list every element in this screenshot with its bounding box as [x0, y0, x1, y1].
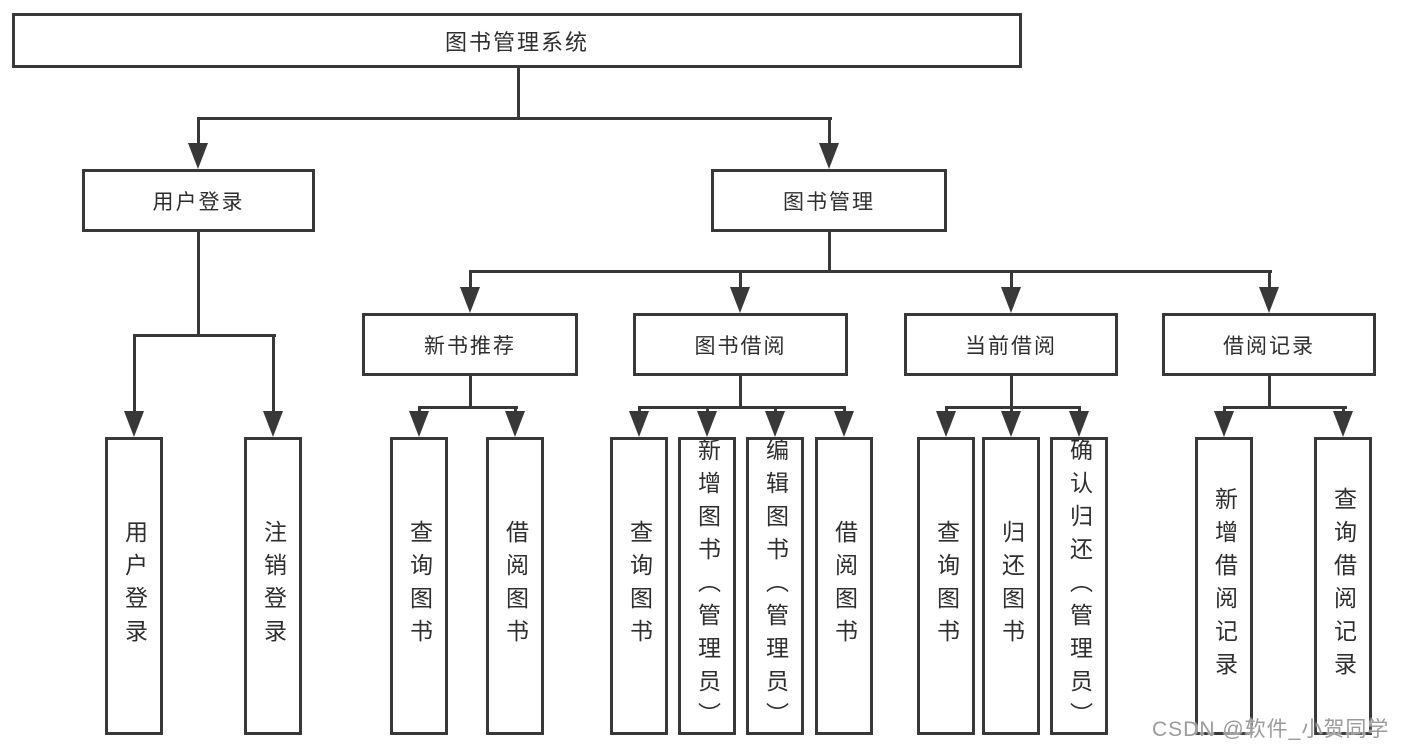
arrow-down-icon: [1333, 411, 1353, 437]
arrow-down-icon: [1001, 411, 1021, 437]
leaf-label: 归还图书: [998, 520, 1025, 652]
leaf-query-books-recommend: 查询图书: [390, 437, 448, 735]
leaf-label: 新增借阅记录: [1211, 487, 1238, 685]
node-label: 当前借阅: [965, 334, 1057, 358]
leaf-label: 查询图书: [933, 520, 960, 652]
node-borrow-records: 借阅记录: [1162, 313, 1376, 376]
leaf-label: 借阅图书: [831, 520, 858, 652]
connector-line: [739, 270, 742, 290]
leaf-user-login: 用户登录: [105, 437, 163, 735]
arrow-down-icon: [1259, 287, 1279, 313]
connector-line: [739, 375, 742, 409]
connector-line: [843, 406, 846, 415]
connector-line: [1010, 406, 1013, 415]
arrow-down-icon: [697, 411, 717, 437]
connector-line: [945, 406, 1081, 409]
leaf-return-book: 归还图书: [982, 437, 1040, 735]
leaf-label: 查询图书: [626, 520, 653, 652]
connector-line: [828, 232, 831, 273]
node-label: 用户登录: [152, 190, 245, 214]
connector-line: [1078, 406, 1081, 415]
arrow-down-icon: [629, 411, 649, 437]
node-book-borrowing: 图书借阅: [633, 313, 848, 376]
leaf-borrow-books-recommend: 借阅图书: [486, 437, 544, 735]
connector-line: [638, 406, 846, 409]
node-new-book-recommend: 新书推荐: [362, 313, 578, 376]
leaf-borrow-books-borrowing: 借阅图书: [815, 437, 873, 735]
arrow-down-icon: [936, 411, 956, 437]
connector-line: [638, 406, 641, 415]
leaf-label: 查询借阅记录: [1330, 487, 1357, 685]
connector-line: [418, 406, 518, 409]
leaf-label: 注销登录: [260, 520, 287, 652]
connector-line: [828, 117, 831, 145]
node-library-system: 图书管理系统: [12, 13, 1022, 68]
arrow-down-icon: [765, 411, 785, 437]
leaf-add-book-admin: 新增图书（管理员）: [678, 437, 736, 735]
connector-line: [706, 406, 709, 415]
connector-line: [272, 334, 275, 414]
node-label: 图书借阅: [694, 334, 787, 358]
leaf-label: 查询图书: [406, 520, 433, 652]
connector-line: [133, 334, 136, 414]
leaf-query-books-borrowing: 查询图书: [610, 437, 668, 735]
arrow-down-icon: [409, 411, 429, 437]
node-label: 借阅记录: [1223, 334, 1315, 358]
arrow-down-icon: [263, 411, 283, 437]
connector-line: [197, 117, 200, 145]
arrow-down-icon: [834, 411, 854, 437]
connector-line: [197, 117, 832, 120]
connector-line: [945, 406, 948, 415]
arrow-down-icon: [819, 143, 839, 169]
arrow-down-icon: [1214, 411, 1234, 437]
connector-line: [774, 406, 777, 415]
arrow-down-icon: [188, 143, 208, 169]
arrow-down-icon: [1069, 411, 1089, 437]
node-label: 图书管理系统: [444, 29, 589, 55]
node-book-management: 图书管理: [711, 169, 947, 232]
connector-line: [1223, 406, 1347, 409]
node-user-login: 用户登录: [82, 169, 315, 232]
arrow-down-icon: [730, 287, 750, 313]
connector-line: [197, 232, 200, 337]
connector-line: [1268, 375, 1271, 409]
connector-line: [1223, 406, 1226, 415]
leaf-query-borrow-record: 查询借阅记录: [1314, 437, 1372, 735]
connector-line: [1010, 375, 1013, 409]
connector-line: [1268, 270, 1271, 290]
connector-line: [1010, 270, 1013, 290]
leaf-logout: 注销登录: [244, 437, 302, 735]
connector-line: [469, 270, 1272, 273]
node-current-borrowing: 当前借阅: [904, 313, 1118, 376]
connector-line: [469, 270, 472, 290]
connector-line: [517, 68, 520, 120]
leaf-label: 用户登录: [121, 520, 148, 652]
node-label: 新书推荐: [424, 334, 516, 358]
leaf-edit-book-admin: 编辑图书（管理员）: [746, 437, 804, 735]
arrow-down-icon: [1001, 287, 1021, 313]
leaf-confirm-return-admin: 确认归还（管理员）: [1050, 437, 1108, 735]
leaf-label: 确认归还（管理员）: [1066, 437, 1093, 735]
leaf-query-books-current: 查询图书: [917, 437, 975, 735]
csdn-watermark: CSDN @软件_小贺同学: [1152, 718, 1390, 741]
arrow-down-icon: [124, 411, 144, 437]
node-label: 图书管理: [783, 190, 875, 214]
connector-line: [418, 406, 421, 415]
arrow-down-icon: [505, 411, 525, 437]
leaf-label: 借阅图书: [502, 520, 529, 652]
connector-line: [1342, 406, 1345, 415]
connector-line: [514, 406, 517, 415]
connector-line: [133, 334, 276, 337]
leaf-label: 编辑图书（管理员）: [762, 437, 789, 735]
connector-line: [469, 375, 472, 409]
leaf-add-borrow-record: 新增借阅记录: [1195, 437, 1253, 735]
arrow-down-icon: [460, 287, 480, 313]
leaf-label: 新增图书（管理员）: [694, 437, 721, 735]
